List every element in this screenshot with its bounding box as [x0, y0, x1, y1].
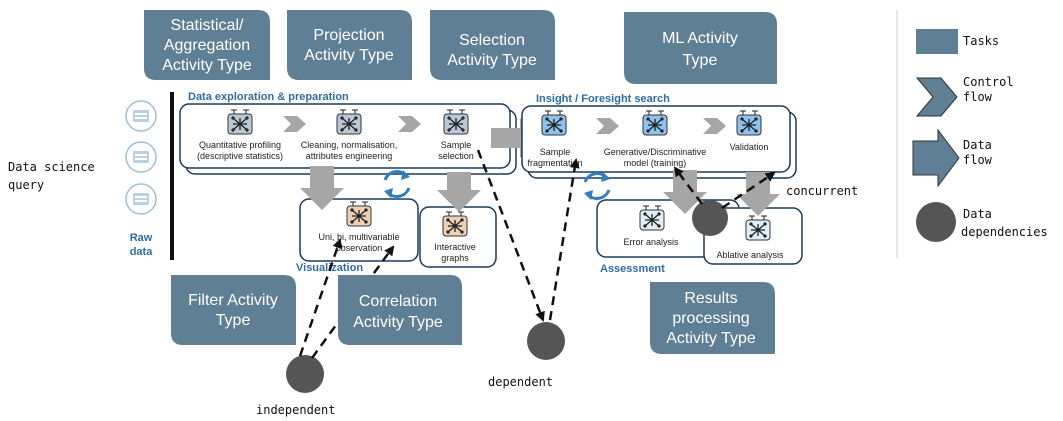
network-icon — [227, 109, 253, 135]
control-flow-chevron — [596, 118, 619, 134]
dependency-arrow — [476, 149, 545, 322]
activity-type-selection: Selection Activity Type — [430, 10, 555, 80]
dependency-arrow — [548, 158, 580, 321]
ml-line-1: ML Activity — [662, 30, 738, 47]
legend-task-swatch — [916, 29, 958, 54]
dependency-arrow — [673, 166, 703, 205]
projection-line-2: Activity Type — [304, 47, 394, 64]
activity-type-projection: Projection Activity Type — [287, 10, 412, 80]
network-icon — [639, 205, 665, 231]
raw-data-label-line-1: Raw — [130, 232, 153, 244]
results-line-2: processing — [672, 310, 749, 327]
cleaning-line-1: Cleaning, normalisation, — [301, 140, 398, 150]
ml-line-2: Type — [683, 52, 718, 69]
activity-type-correlation: Correlation Activity Type — [338, 275, 462, 345]
legend-control-line-1: Control — [963, 75, 1014, 89]
interactive-line-2: graphs — [441, 253, 469, 263]
activity-type-results: Results processing Activity Type — [650, 282, 775, 354]
network-icon — [443, 109, 469, 135]
database-icon — [125, 183, 157, 215]
database-icon — [125, 141, 157, 173]
activity-type-filter: Filter Activity Type — [171, 275, 296, 345]
legend: Tasks Control flow Data flow Data depend… — [912, 29, 1048, 242]
exploration-panel: Data exploration & preparation Quantitat… — [179, 91, 517, 175]
data-flow-arrow — [437, 172, 481, 212]
query-label-line-2: query — [8, 178, 44, 192]
network-icon — [642, 110, 668, 136]
results-line-1: Results — [684, 290, 737, 307]
selection-line-1: Selection — [459, 32, 525, 49]
visualization-panel: Uni, bi, multivariable observation Inter… — [296, 198, 497, 274]
quantitative-line-1: Quantitative profiling — [199, 140, 281, 150]
legend-data-flow-line-2: flow — [963, 153, 993, 167]
query-label-line-1: Data science — [8, 160, 95, 174]
sample-fragmentation-line-1: Sample — [540, 147, 571, 157]
control-flow-chevron — [703, 118, 726, 134]
activity-type-ml: ML Activity Type — [624, 12, 777, 84]
exploration-section-title: Data exploration & preparation — [188, 91, 349, 103]
cleaning-line-2: attributes engineering — [306, 151, 393, 161]
dependent-label: dependent — [488, 375, 553, 389]
network-icon — [346, 201, 372, 227]
legend-control-line-2: flow — [963, 90, 993, 104]
dependency-arrow — [721, 171, 776, 210]
database-icon — [125, 100, 157, 132]
legend-dependencies-line-2: dependencies — [961, 225, 1048, 239]
activity-type-statistical: Statistical/ Aggregation Activity Type — [144, 10, 270, 80]
cycle-icon — [583, 172, 611, 200]
dependency-arrow — [298, 238, 343, 357]
generative-line-1: Generative/Discriminative — [604, 147, 707, 157]
network-icon — [442, 211, 468, 237]
raw-data-sources: Raw data — [125, 100, 157, 258]
network-icon — [745, 215, 771, 241]
dependency-node-concurrent — [692, 200, 728, 236]
raw-data-label-line-2: data — [130, 246, 154, 258]
uni-bi-line-2: observation — [336, 243, 383, 253]
assessment-section-title: Assessment — [600, 263, 665, 275]
statistical-line-3: Activity Type — [162, 57, 252, 74]
control-flow-legend-icon — [915, 77, 958, 117]
filter-line-2: Type — [216, 312, 251, 329]
data-flow-arrow — [736, 172, 780, 216]
selection-line-2: Activity Type — [447, 52, 537, 69]
sample-fragmentation-line-2: fragmentation — [527, 158, 582, 168]
statistical-line-1: Statistical/ — [171, 17, 244, 34]
quantitative-line-2: (descriptive statistics) — [197, 151, 283, 161]
data-flow-legend-icon — [912, 128, 960, 188]
data-flow-arrow — [300, 166, 344, 210]
insight-panel: Insight / Foresight search Sample fragme… — [521, 93, 797, 179]
insight-section-title: Insight / Foresight search — [536, 93, 670, 105]
legend-dependencies-line-1: Data — [963, 207, 992, 221]
projection-line-1: Projection — [313, 27, 384, 44]
statistical-line-2: Aggregation — [164, 37, 250, 54]
correlation-line-2: Activity Type — [353, 314, 443, 331]
independent-label: independent — [256, 403, 335, 417]
correlation-line-1: Correlation — [359, 293, 437, 310]
results-line-3: Activity Type — [666, 330, 756, 347]
dependency-node-dependent — [527, 322, 565, 360]
network-icon — [736, 110, 762, 136]
filter-line-1: Filter Activity — [188, 292, 278, 309]
concurrent-label: concurrent — [786, 184, 858, 198]
interactive-line-1: Interactive — [434, 242, 476, 252]
network-icon — [541, 110, 567, 136]
legend-data-flow-line-1: Data — [963, 138, 992, 152]
uni-bi-line-1: Uni, bi, multivariable — [318, 232, 399, 242]
data-dependency-legend-icon — [916, 202, 956, 242]
validation-label: Validation — [730, 142, 769, 152]
cycle-icon — [383, 170, 411, 198]
query-divider — [170, 92, 174, 260]
legend-tasks-label: Tasks — [963, 34, 999, 48]
error-analysis-label: Error analysis — [623, 237, 679, 247]
control-flow-chevron — [398, 116, 421, 132]
data-flow-arrow — [663, 170, 707, 214]
dependency-node-independent — [286, 355, 324, 393]
control-flow-chevron — [283, 116, 306, 132]
ablative-analysis-label: Ablative analysis — [716, 250, 784, 260]
sample-selection-line-2: selection — [438, 151, 474, 161]
network-icon — [336, 109, 362, 135]
sample-selection-line-1: Sample — [441, 140, 472, 150]
generative-line-2: model (training) — [624, 158, 687, 168]
